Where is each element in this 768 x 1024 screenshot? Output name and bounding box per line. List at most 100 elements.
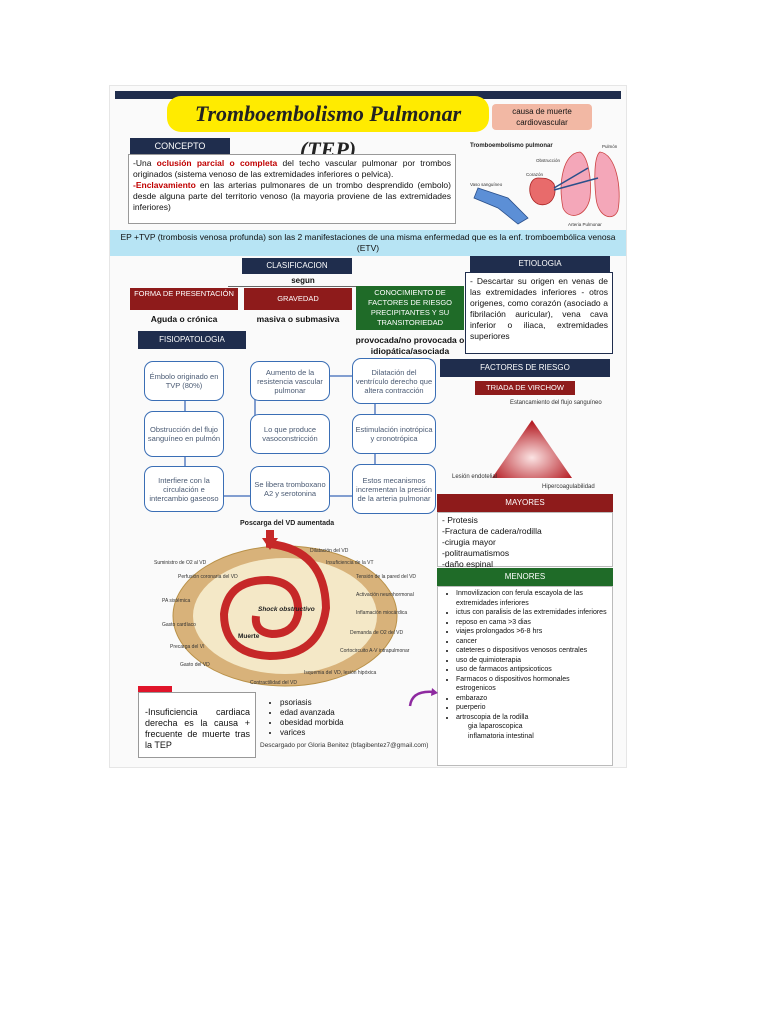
spiral-right-label: Dilatación del VD [310, 548, 349, 554]
mayores-header: MAYORES [437, 494, 613, 512]
gravedad-header: GRAVEDAD [244, 288, 352, 310]
heart-shape [529, 177, 556, 206]
menores-extra-item: gia laparoscopica [468, 723, 523, 730]
fisio-box: Se libera tromboxano A2 y serotonina [250, 466, 330, 512]
mayores-item: -Fractura de cadera/rodilla [442, 526, 542, 536]
fisio-box: Aumento de la resistencia vascular pulmo… [250, 361, 330, 401]
triangle-left-label: Lesión endotelial [452, 474, 497, 480]
concepto-header: CONCEPTO [130, 138, 230, 155]
concepto-text: del techo vascular pulmonar por trombos … [133, 158, 451, 179]
menores-item: Farmacos o dispositivos hormonales estro… [456, 675, 608, 694]
vessel-shape [473, 187, 529, 225]
insuficiencia-box: -Insuficiencia cardiaca derecha es la ca… [138, 692, 256, 758]
spiral-right-label: Cortocircuito A-V intrapulmonar [340, 648, 410, 654]
virchow-triangle: Estancamiento del flujo sanguíneo Lesión… [452, 400, 602, 490]
conocimiento-value: provocada/no provocada o idiopática/asoc… [355, 335, 465, 356]
menores-item: embarazo [456, 694, 608, 704]
spiral-center-label: Shock obstructivo [258, 606, 315, 613]
menores-extra: gia laparoscopica inflamatoria intestina… [442, 722, 608, 741]
mayores-item: - Protesis [442, 515, 478, 525]
list-item: obesidad morbida [280, 718, 432, 728]
spiral-head [262, 538, 278, 550]
diagram-label: Obstrucción [536, 158, 561, 163]
spiral-left-label: PA sistémica [162, 598, 190, 604]
menores-box: Inmovilizacion con ferula escayola de la… [437, 586, 613, 766]
spiral-arrow [219, 530, 331, 661]
spiral-left-label: Perfusión coronaria del VD [178, 574, 238, 580]
menores-extra-item: inflamatoria intestinal [468, 732, 534, 740]
forma-header: FORMA DE PRESENTACIÓN [130, 288, 238, 310]
additional-factors: psoriasis edad avanzada obesidad morbida… [262, 698, 432, 764]
right-lung-shape [594, 151, 620, 218]
mayores-item: -daño espinal [442, 559, 494, 569]
list-item: edad avanzada [280, 708, 432, 718]
menores-item: puerperio [456, 703, 608, 713]
menores-item: Inmovilizacion con ferula escayola de la… [456, 589, 608, 608]
concepto-box: -Una oclusión parcial o completa del tec… [128, 154, 456, 224]
spiral-left-label: Precarga del VI [170, 644, 204, 650]
menores-item: uso de quimioterapia [456, 656, 608, 666]
fisio-box: Lo que produce vasoconstricción [250, 414, 330, 454]
concepto-text: -Una [133, 158, 157, 168]
etiologia-header: ETIOLOGIA [470, 256, 610, 272]
spiral-title: Poscarga del VD aumentada [240, 520, 334, 527]
spiral-right-label: Insuficiencia de la VT [326, 560, 374, 566]
triangle-right-label: Hipercoagulabilidad [542, 484, 595, 490]
spiral-right-label: Activación neurohormonal [356, 592, 414, 598]
fisio-box: Estimulación inotrópica y cronotrópica [352, 414, 436, 454]
diagram-label: Arteria Pulmonar [568, 222, 602, 227]
forma-value: Aguda o crónica [150, 314, 218, 324]
spiral-right-label: Tensión de la pared del VD [356, 574, 416, 580]
fisio-box: Émbolo originado en TVP (80%) [144, 361, 224, 401]
spiral-left-label: Gasto cardíaco [162, 622, 196, 628]
concepto-text: en las arterias pulmonares de un trombo … [133, 180, 451, 212]
clasificacion-header: CLASIFICACION [242, 258, 352, 274]
concepto-highlight: -Enclavamiento [133, 180, 196, 190]
menores-item: cateteres o dispositivos venosos central… [456, 646, 608, 656]
spiral-right-label: Isquemia del VD, lesión hipóxica [304, 670, 376, 676]
spiral-death-label: Muerte [238, 633, 260, 640]
menores-item: viajes prolongados >6-8 hrs [456, 627, 608, 637]
gravedad-value: masiva o submasiva [256, 314, 340, 324]
mayores-box: - Protesis -Fractura de cadera/rodilla -… [437, 512, 613, 569]
spiral-right-labels: Dilatación del VD Insuficiencia de la VT… [250, 548, 416, 686]
triada-header: TRIADA DE VIRCHOW [475, 381, 575, 395]
segun-label: segun [228, 276, 378, 287]
mayores-item: -cirugia mayor [442, 537, 496, 547]
spiral-right-label: Contractilidad del VD [250, 680, 297, 686]
top-bar [115, 91, 621, 99]
menores-item: artroscopia de la rodilla [456, 713, 608, 723]
spiral-right-label: Demanda de O2 del VD [350, 630, 403, 636]
triangle-top-label: Estancamiento del flujo sanguíneo [510, 400, 602, 406]
cause-badge: causa de muerte cardiovascular [492, 104, 592, 130]
mayores-item: -politraumatismos [442, 548, 510, 558]
concepto-highlight: oclusión parcial o completa [156, 158, 278, 168]
spiral-diagram: Poscarga del VD aumentada Shock obstruct… [154, 520, 416, 687]
menores-item: ictus con paralisis de las extremidades … [456, 608, 608, 618]
fisio-box: Obstrucción del flujo sanguíneo en pulmó… [144, 411, 224, 457]
fisio-box: Interfiere con la circulación e intercam… [144, 466, 224, 512]
concepto-p2: -Enclavamiento en las arterias pulmonare… [133, 180, 451, 213]
fisio-box: Dilatación del ventrículo derecho que al… [352, 358, 436, 404]
list-item: psoriasis [280, 698, 432, 708]
diagram-label: Vaso sanguíneo [470, 182, 503, 187]
spiral-left-labels: Suministro de O2 al VD Perfusión coronar… [154, 560, 238, 668]
menores-item: cancer [456, 637, 608, 647]
diagram-label: Pulmón [602, 144, 618, 149]
spiral-left-label: Suministro de O2 al VD [154, 560, 207, 566]
page-title: Tromboembolismo Pulmonar (TEP) [167, 96, 489, 162]
concepto-p1: -Una oclusión parcial o completa del tec… [133, 158, 451, 180]
curved-arrow-icon [408, 688, 438, 707]
menores-item: reposo en cama >3 dias [456, 618, 608, 628]
lung-diagram: Tromboembolismo pulmonar Pulmón Corazón … [470, 143, 620, 227]
fisio-box: Estos mecanismos incrementan la presión … [352, 464, 436, 514]
menores-item: uso de farmacos antipsicoticos [456, 665, 608, 675]
diagram-title: Tromboembolismo pulmonar [470, 143, 553, 149]
etv-banner: EP +TVP (trombosis venosa profunda) son … [110, 230, 626, 256]
triangle-shape [492, 420, 572, 478]
list-item: varices [280, 728, 432, 738]
fisiopatologia-header: FISIOPATOLOGIA [138, 331, 246, 349]
conocimiento-header: CONOCIMIENTO DE FACTORES DE RIESGO PRECI… [356, 286, 464, 330]
spiral-right-label: Inflamación miocárdica [356, 610, 407, 616]
factores-header: FACTORES DE RIESGO [440, 359, 610, 377]
